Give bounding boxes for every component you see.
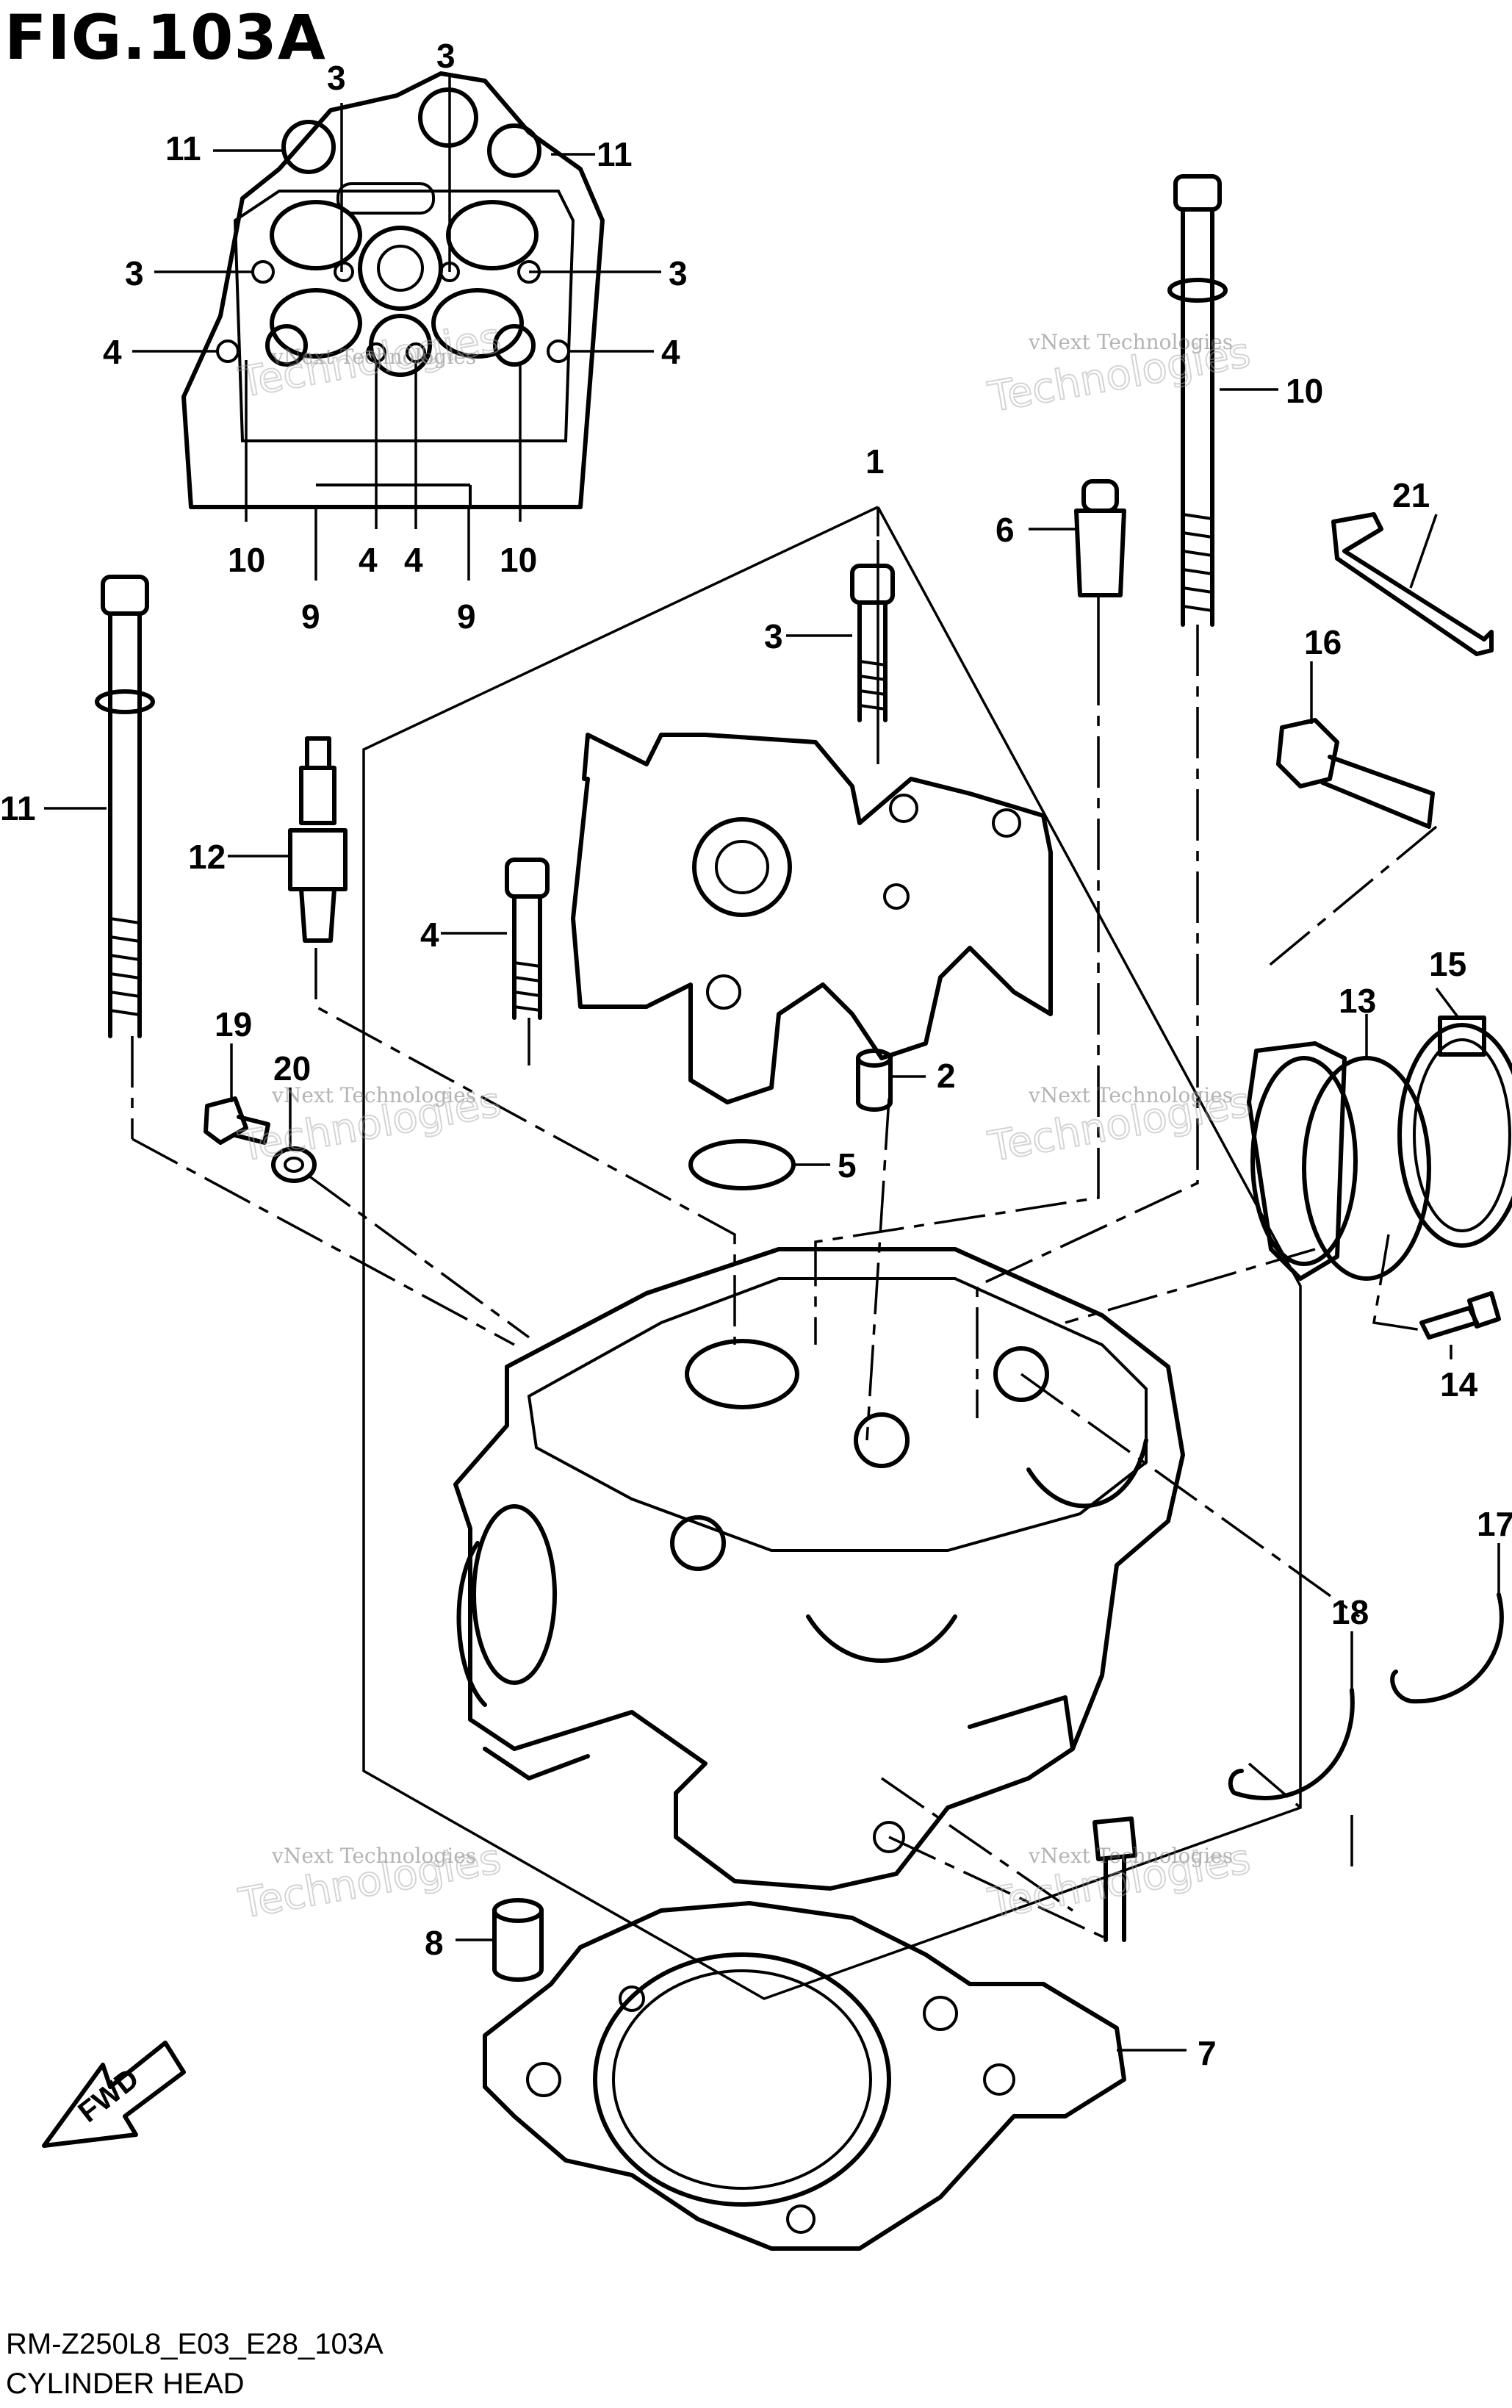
- o-ring-5: [688, 1139, 796, 1190]
- stud-bolt-10: [1167, 174, 1228, 627]
- bolt-small: [1092, 1816, 1137, 1942]
- leader-lines: [44, 388, 1500, 2052]
- callout-11: 11: [0, 789, 36, 827]
- top-callout-4-mid-left: 4: [359, 541, 378, 579]
- callout-16: 16: [1304, 623, 1342, 661]
- callout-4: 4: [420, 916, 439, 954]
- callout-5: 5: [838, 1146, 857, 1185]
- part-6: [1074, 479, 1126, 654]
- callout-14: 14: [1440, 1365, 1478, 1404]
- watermark-small-3: vNext Technologies: [271, 1083, 476, 1107]
- top-view-leaders: [132, 73, 661, 581]
- callout-21: 21: [1392, 476, 1430, 514]
- ring-17: [1390, 1592, 1504, 1704]
- watermark-small-1: vNext Technologies: [271, 345, 476, 369]
- figure-name: CYLINDER HEAD: [6, 2368, 245, 2400]
- top-callout-4-far-right: 4: [661, 333, 680, 371]
- top-callout-4-far-left: 4: [103, 333, 122, 371]
- callout-6: 6: [996, 511, 1015, 549]
- top-callout-3-right: 3: [436, 37, 456, 75]
- top-view-cylinder-head: [181, 71, 605, 509]
- callout-20: 20: [273, 1049, 311, 1088]
- top-callout-10-right: 10: [500, 541, 537, 579]
- figure-title: FIG.103A: [4, 1, 326, 73]
- top-callout-10-left: 10: [228, 541, 265, 579]
- dowel-pin-2: [856, 1049, 893, 1112]
- bracket-21: [1331, 512, 1494, 656]
- callout-3: 3: [764, 617, 783, 655]
- top-callout-4-mid-right: 4: [404, 541, 423, 579]
- clamp-15: [1397, 1016, 1512, 1248]
- callout-labels: 1 2 3 4 5 6 7 8 10 11 12 13 14 15 16 17 …: [0, 37, 1512, 2072]
- top-callout-11-left: 11: [165, 129, 201, 168]
- ring-18: [1228, 1688, 1355, 1800]
- gasket-7: [483, 1901, 1126, 2251]
- washer-20: [271, 1146, 317, 1183]
- spark-plug-12: [288, 736, 348, 943]
- watermark-small-5: vNext Technologies: [271, 1844, 476, 1868]
- top-callout-3-far-left: 3: [125, 254, 144, 292]
- callout-19: 19: [215, 1005, 252, 1043]
- callout-15: 15: [1429, 945, 1466, 983]
- top-callout-3-far-right: 3: [669, 254, 688, 292]
- bolt-4: [505, 858, 550, 1020]
- watermark-small-4: vNext Technologies: [1028, 1083, 1233, 1107]
- top-callout-11-right: 11: [597, 135, 633, 173]
- watermarks: vNext Technologies vNext Technologies vN…: [234, 313, 1255, 1929]
- callout-18: 18: [1331, 1593, 1369, 1631]
- watermark-small-6: vNext Technologies: [1028, 1844, 1233, 1868]
- camshaft-holder: [571, 733, 1053, 1104]
- bolt-3: [850, 564, 895, 722]
- callout-8: 8: [425, 1924, 444, 1962]
- figure-code: RM-Z250L8_E03_E28_103A: [6, 2328, 384, 2360]
- callout-1: 1: [865, 442, 885, 481]
- callout-10: 10: [1286, 372, 1323, 410]
- fwd-label: FWD: [72, 2062, 145, 2129]
- callout-7: 7: [1198, 2034, 1217, 2072]
- callout-12: 12: [188, 838, 226, 876]
- top-callout-3-left: 3: [327, 59, 346, 97]
- watermark-small-2: vNext Technologies: [1028, 330, 1233, 354]
- bolt-14: [1419, 1291, 1501, 1340]
- bolt-16: [1276, 718, 1435, 829]
- stud-bolt-11: [95, 575, 155, 1038]
- callout-2: 2: [937, 1057, 956, 1095]
- fwd-arrow-icon: FWD: [42, 2041, 186, 2148]
- dowel-pin-8: [492, 1898, 544, 1982]
- callout-13: 13: [1339, 982, 1376, 1020]
- cylinder-head-1: [453, 1247, 1185, 1891]
- assembly-outline: [362, 506, 1302, 2000]
- top-callout-9-right: 9: [457, 597, 476, 636]
- callout-17: 17: [1477, 1505, 1512, 1543]
- top-callout-9-left: 9: [301, 597, 320, 636]
